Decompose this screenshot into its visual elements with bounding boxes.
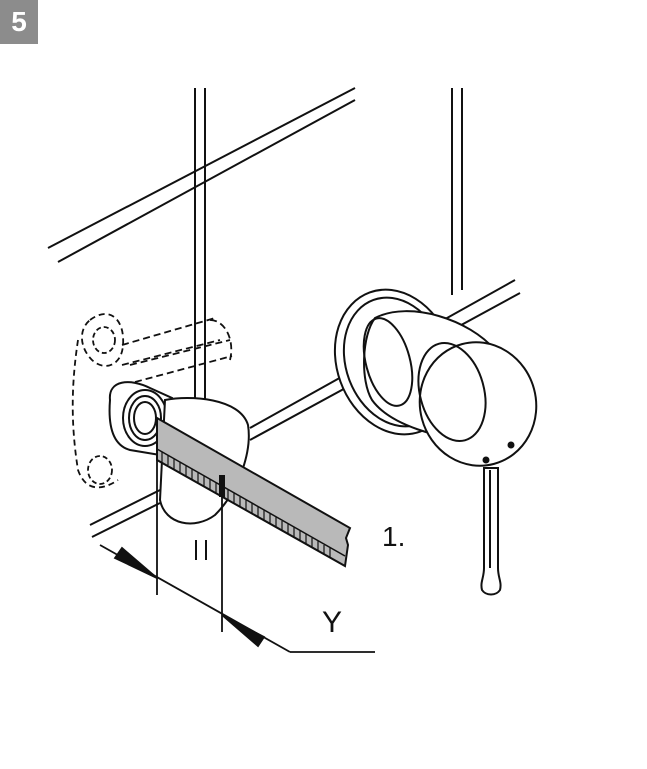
- mixer-valve-icon: [333, 288, 538, 467]
- lever-handle-icon: [480, 467, 502, 596]
- dimension-y-icon: [99, 460, 375, 653]
- threaded-socket-icon: [108, 381, 174, 457]
- wall-box-fitting-icon: [71, 313, 233, 489]
- dimension-label-y: Y: [322, 606, 342, 639]
- step-number-badge: 5: [0, 0, 38, 44]
- measuring-ruler-icon: [156, 416, 352, 568]
- step-label: 1.: [382, 521, 405, 552]
